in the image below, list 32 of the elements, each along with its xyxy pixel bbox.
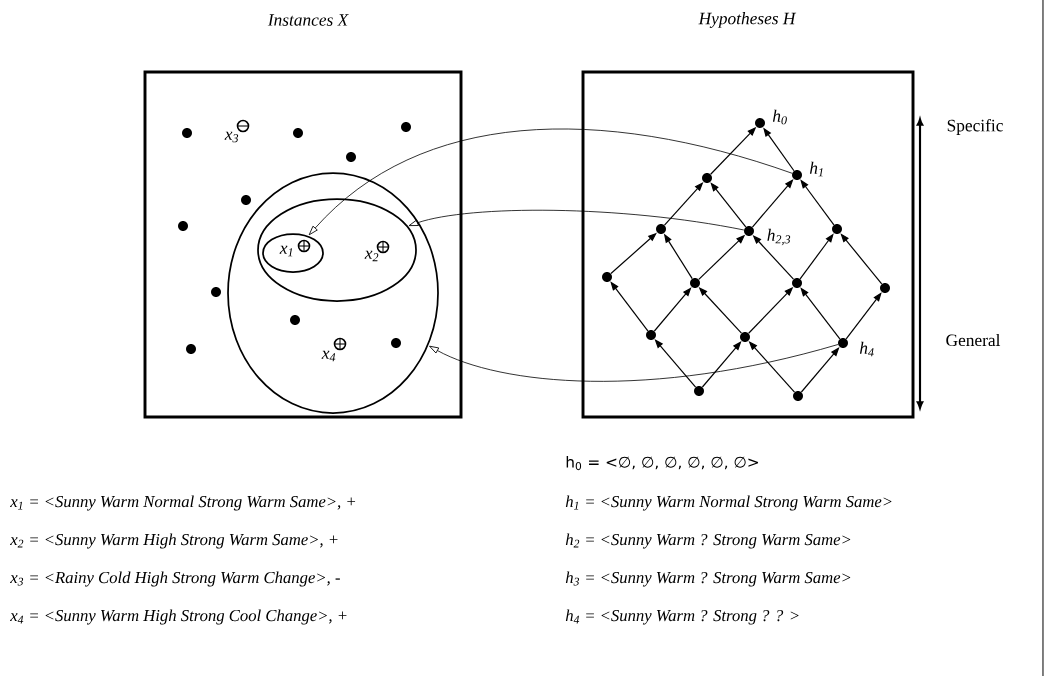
equation: h$_{3}$ = <Sunny Warm ? Strong Warm Same> [565, 571, 851, 587]
instance-label: x$_{1}$ [279, 245, 293, 257]
arrow [800, 347, 840, 393]
curved-arrow [308, 128, 793, 236]
node-label: Hypotheses H [698, 12, 797, 28]
hypothesis-label: h$_{2,3}$ [767, 228, 791, 246]
equation: h$_{4}$ = <Sunny Warm ? Strong ? ? > [565, 609, 799, 625]
arrow [701, 341, 742, 388]
set-ellipse [257, 198, 417, 302]
arrow [653, 287, 692, 332]
arrow [710, 182, 747, 228]
axis-label: General [946, 333, 1001, 347]
node-label: Instances X [267, 14, 349, 26]
instance-label: x$_{3}$ [224, 131, 239, 143]
hypothesis-label: h$_{4}$ [859, 341, 874, 357]
hypothesis-label: h$_{0}$ [772, 109, 787, 125]
equation: h$_{2}$ = <Sunny Warm ? Strong Warm Same> [565, 533, 851, 549]
equation: x$_{3}$ = <Rainy Cold High Strong Warm Change>, - [10, 571, 340, 587]
curved-arrow [429, 344, 839, 382]
instance-label: x$_{2}$ [364, 250, 379, 262]
set-ellipse [262, 233, 324, 273]
equation: x$_{1}$ = <Sunny Warm Normal Strong Warm Same>, + [10, 495, 356, 511]
curved-arrow [408, 209, 745, 231]
equation: x$_{2}$ = <Sunny Warm High Strong Warm Same>, + [10, 533, 338, 549]
equation: h$_{1}$ = <Sunny Warm Normal Strong Warm Same> [565, 495, 892, 511]
instance-label: x$_{4}$ [321, 350, 336, 362]
arrow [840, 233, 883, 285]
hypothesis-label: h$_{1}$ [809, 161, 823, 177]
set-ellipse [227, 172, 439, 414]
axis-label: Specific [947, 119, 1003, 135]
equation: x$_{4}$ = <Sunny Warm High Strong Cool Change>, + [10, 609, 347, 625]
equation: h$_{0}$ = <∅, ∅, ∅, ∅, ∅, ∅> [566, 455, 759, 471]
